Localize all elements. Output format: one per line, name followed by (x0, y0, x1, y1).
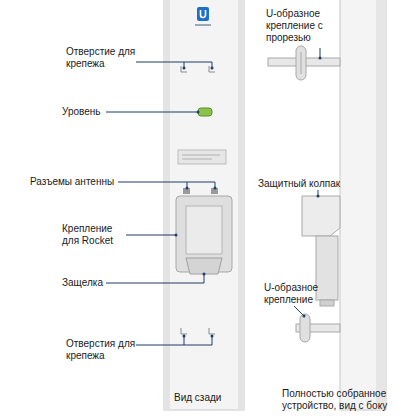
callout-label: Крепление для Rocket (62, 223, 128, 247)
callout-label: U-образное крепление (264, 282, 326, 306)
callout-label: Полностью собранное устройство, вид с бо… (282, 388, 414, 412)
callout-label: Защитный колпак (258, 178, 358, 190)
callout-label: Разъемы антенны (30, 176, 130, 188)
callout-label: U-образное крепление с прорезью (266, 8, 324, 44)
callout-label: Отверстие для крепежа (66, 46, 136, 70)
callout-label: Отверстия для крепежа (66, 338, 136, 362)
callout-label: Уровень (62, 106, 122, 118)
side-view-panel (268, 0, 386, 410)
callout-label: Вид сзади (174, 392, 244, 404)
callout-label: Защелка (62, 277, 122, 289)
